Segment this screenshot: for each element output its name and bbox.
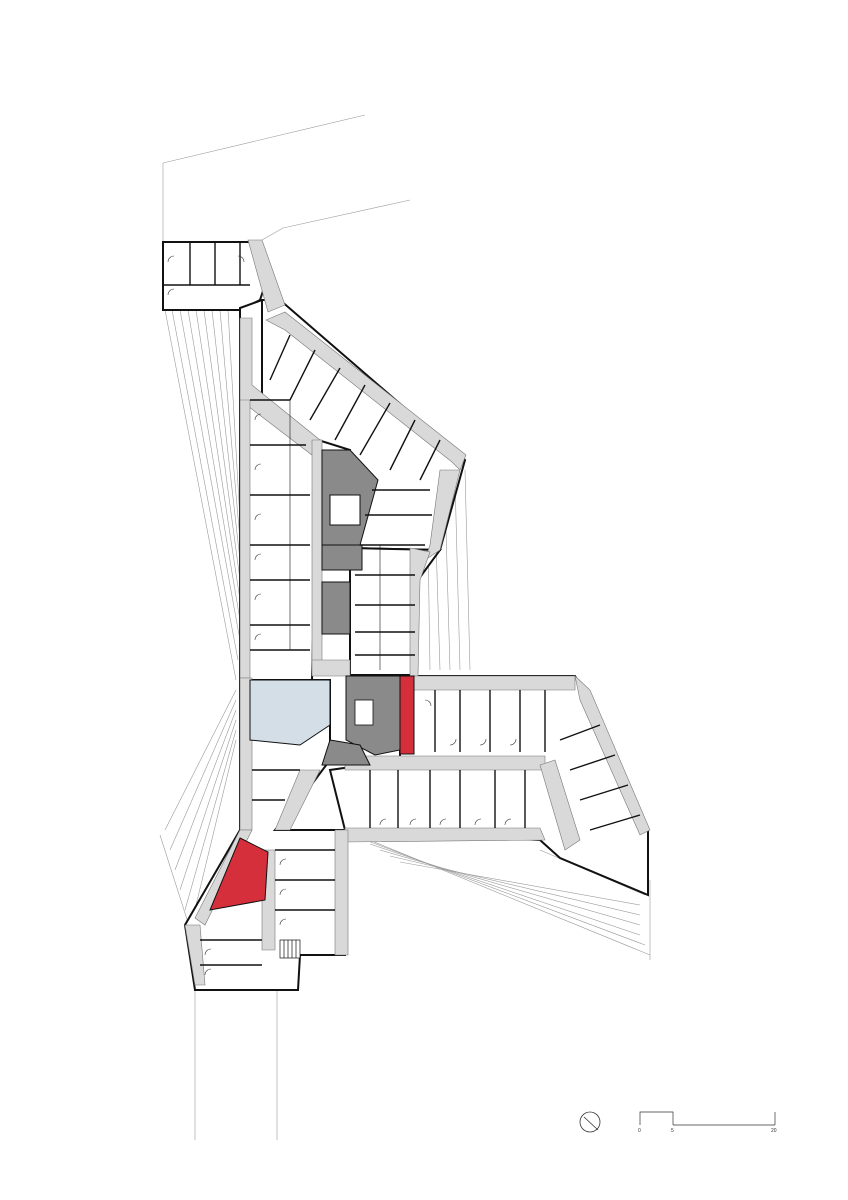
scale-label-5: 5 — [671, 1128, 674, 1134]
room-partitions — [163, 242, 641, 966]
lounge-area — [249, 679, 331, 746]
north-wing — [162, 241, 267, 311]
scale-label-20: 20 — [771, 1128, 777, 1134]
east-wing — [349, 546, 442, 676]
scale-label-0: 0 — [638, 1128, 641, 1134]
red-room-southwest — [209, 837, 269, 911]
site-context-lines — [159, 114, 651, 1140]
north-arrow-icon — [579, 1111, 601, 1133]
accent-rooms — [209, 675, 415, 911]
door-swings — [167, 255, 517, 976]
red-room-central — [399, 675, 415, 755]
stair-southwest — [279, 939, 301, 959]
cores — [321, 449, 401, 766]
scale-bar — [639, 1111, 776, 1126]
